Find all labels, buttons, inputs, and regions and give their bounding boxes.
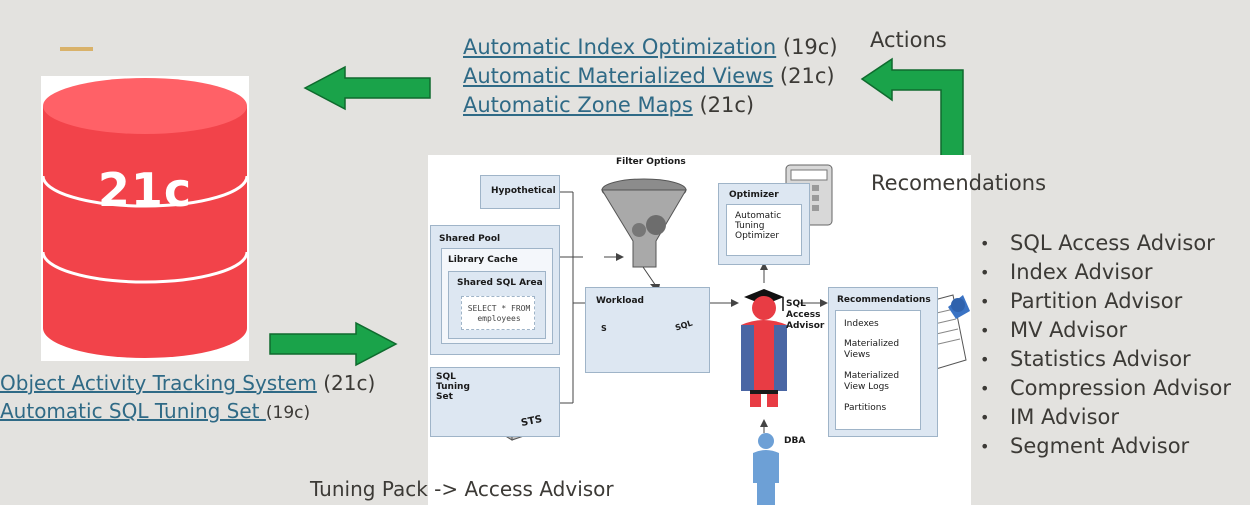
accent-bar — [60, 47, 93, 51]
sql-access-advisor-label: SQL Access Advisor — [786, 299, 825, 331]
recommendation-list: Indexes Materialized Views Materialized … — [835, 310, 921, 430]
sql-access-advisor-person-icon — [741, 289, 787, 407]
hypothetical-box: Hypothetical — [480, 175, 560, 209]
filter-options-label: Filter Options — [616, 157, 686, 167]
action-link-row: Automatic Index Optimization (19c) — [463, 35, 838, 59]
advisor-item: Compression Advisor — [980, 374, 1231, 403]
automatic-tuning-optimizer-box: Automatic Tuning Optimizer — [726, 204, 802, 256]
optimizer-box: Optimizer Automatic Tuning Optimizer — [718, 183, 810, 265]
sts-label: STS — [520, 413, 544, 430]
sheet-s-label: S — [601, 324, 607, 333]
recommendation-item: Indexes — [844, 319, 879, 329]
action-link-row: Automatic Materialized Views (21c) — [463, 64, 835, 88]
automatic-sql-tuning-set-link[interactable]: Automatic SQL Tuning Set — [0, 399, 266, 423]
library-cache-box: Library Cache Shared SQL Area SELECT * F… — [441, 248, 553, 344]
sql-tuning-set-box: SQL Tuning Set STS — [430, 367, 560, 437]
shared-sql-area-box: Shared SQL Area SELECT * FROM employees — [448, 271, 546, 339]
database-version-label: 21c — [97, 163, 193, 217]
tracking-links: Object Activity Tracking System (21c) Au… — [0, 371, 376, 423]
recommendations-box: Recommendations Indexes Materialized Vie… — [828, 287, 938, 437]
action-link-row: Automatic Zone Maps (21c) — [463, 93, 755, 117]
advisor-item: SQL Access Advisor — [980, 229, 1231, 258]
recommendation-item: Materialized Views — [844, 339, 900, 360]
shared-pool-box: Shared Pool Library Cache Shared SQL Are… — [430, 225, 560, 355]
recommendation-item: Materialized View Logs — [844, 371, 900, 392]
dba-person-icon — [753, 433, 779, 505]
database-graphic — [41, 76, 249, 361]
sql-access-advisor-diagram: Filter Options Hypothetical Optimizer Au… — [428, 155, 971, 505]
advisor-item: Index Advisor — [980, 258, 1231, 287]
automatic-materialized-views-link[interactable]: Automatic Materialized Views — [463, 64, 774, 88]
filter-funnel-icon — [601, 178, 687, 268]
arrow-up-bend-icon — [860, 57, 964, 166]
advisor-item: Statistics Advisor — [980, 345, 1231, 374]
advisor-item: Segment Advisor — [980, 432, 1231, 461]
automatic-zone-maps-link[interactable]: Automatic Zone Maps — [463, 93, 693, 117]
recommendations-label: Recomendations — [871, 171, 1047, 195]
recommendation-item: Partitions — [844, 403, 887, 413]
advisor-list: SQL Access Advisor Index Advisor Partiti… — [980, 229, 1231, 461]
tuning-pack-label: Tuning Pack -> Access Advisor — [310, 477, 614, 501]
dba-label: DBA — [784, 436, 806, 446]
actions-links: Automatic Index Optimization (19c) Autom… — [463, 33, 838, 120]
workload-box: Workload — [585, 287, 710, 373]
object-activity-tracking-link[interactable]: Object Activity Tracking System — [0, 371, 317, 395]
sql-statement: SELECT * FROM employees — [461, 296, 535, 330]
arrow-right-icon — [269, 321, 398, 367]
actions-label: Actions — [870, 28, 947, 52]
advisor-item: MV Advisor — [980, 316, 1231, 345]
automatic-index-optimization-link[interactable]: Automatic Index Optimization — [463, 35, 777, 59]
advisor-item: IM Advisor — [980, 403, 1231, 432]
advisor-item: Partition Advisor — [980, 287, 1231, 316]
arrow-left-icon — [303, 65, 431, 111]
